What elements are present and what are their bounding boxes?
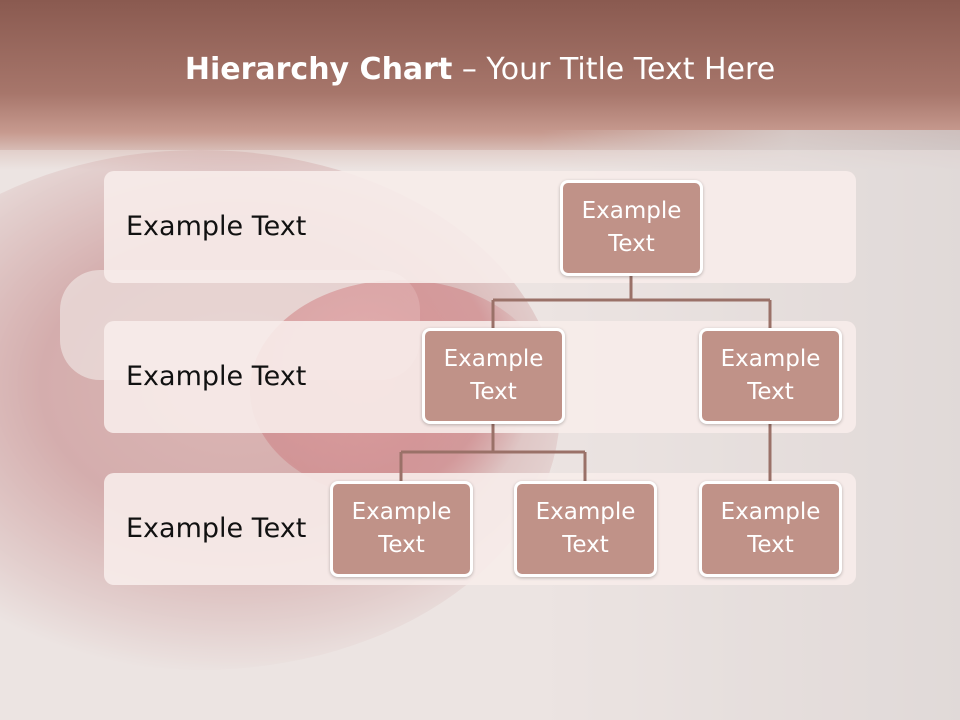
node-root[interactable]: Example Text [560,180,703,276]
connector-root-to-level2 [491,273,772,328]
slide-title-bold: Hierarchy Chart [184,52,453,87]
node-level2-left[interactable]: Example Text [422,328,565,424]
slide-title-rest: – Your Title Text Here [452,52,776,87]
node-level3-middle[interactable]: Example Text [514,481,657,577]
level-label-1: Example Text [126,211,307,242]
node-level2-right[interactable]: Example Text [699,328,842,424]
slide-title: Hierarchy Chart – Your Title Text Here [0,52,960,87]
level-band-1: Example Text [104,171,856,283]
level-label-2: Example Text [126,361,307,392]
connector-level2left-to-level3 [399,422,587,481]
level-label-3: Example Text [126,513,307,544]
node-level3-left[interactable]: Example Text [330,481,473,577]
node-level3-right[interactable]: Example Text [699,481,842,577]
